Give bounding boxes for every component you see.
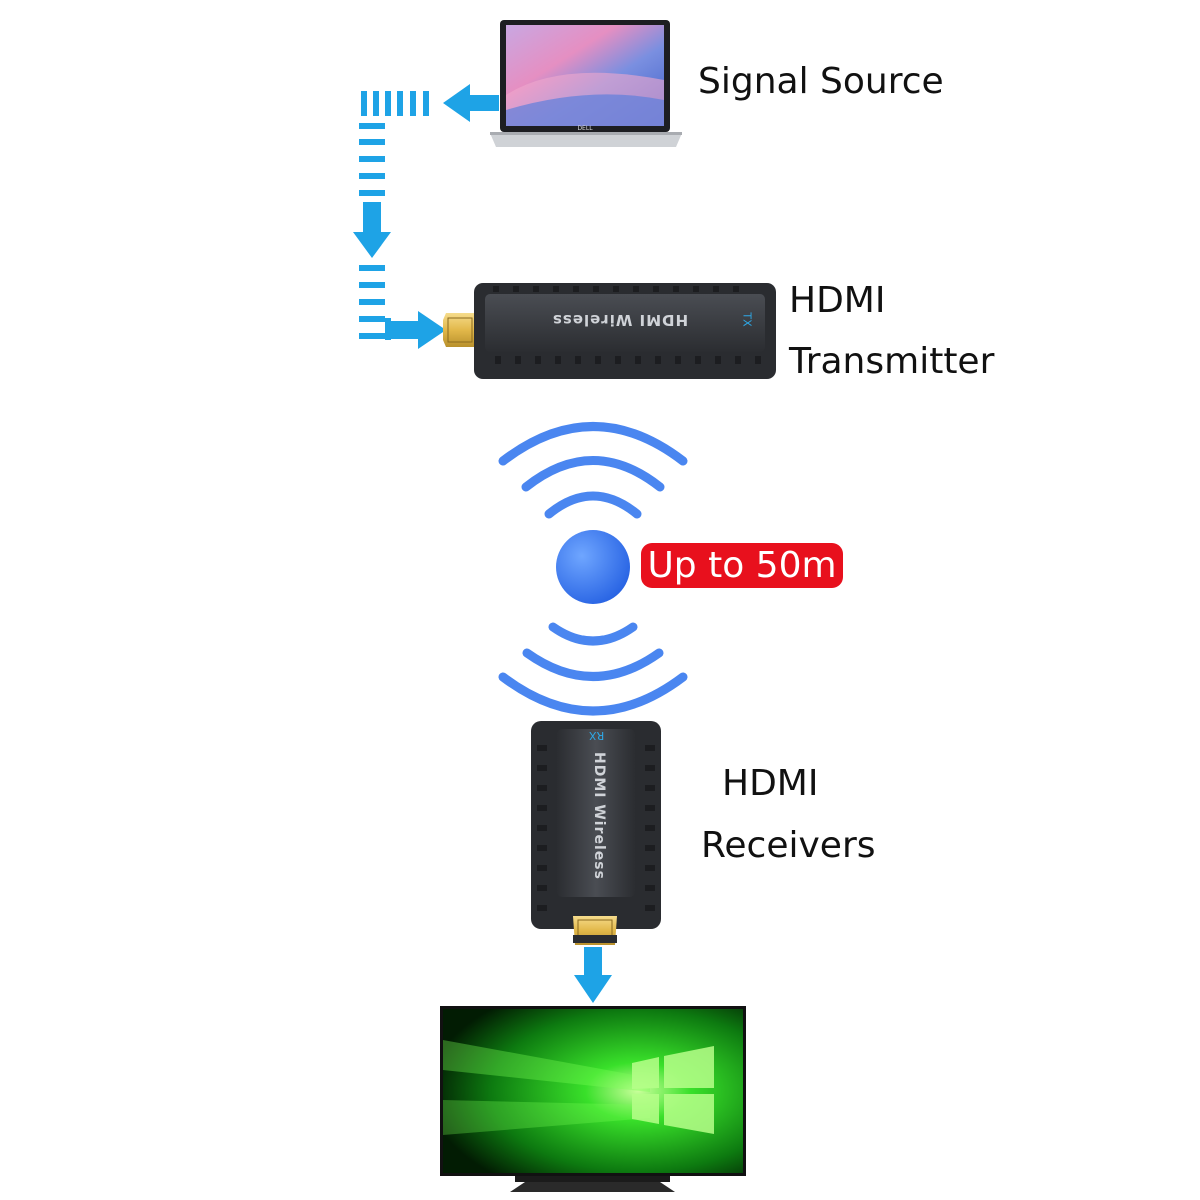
transmitter-label-line1: HDMI xyxy=(789,280,886,321)
transmitter-print: HDMI Wireless xyxy=(520,300,720,330)
range-indicator-dot xyxy=(556,530,630,604)
receivers-label-line2: Receivers xyxy=(701,825,876,866)
arrow-down-to-tv-icon xyxy=(574,947,612,1003)
wireless-waves-icon xyxy=(498,422,688,519)
hdmi-receiver-device xyxy=(531,721,661,945)
tv-icon xyxy=(440,1006,746,1192)
receiver-print-text: HDMI Wireless xyxy=(591,752,607,880)
transmitter-print-text: HDMI Wireless xyxy=(551,311,689,329)
hdmi-transmitter-device xyxy=(443,283,776,379)
laptop-icon: DELL xyxy=(490,20,682,147)
receivers-label-line1: HDMI xyxy=(722,763,819,804)
signal-flow-path xyxy=(359,91,429,340)
wireless-waves-lower-icon xyxy=(498,622,688,716)
range-badge: Up to 50m xyxy=(641,543,843,588)
arrow-down-icon xyxy=(353,202,391,258)
receiver-tag: RX xyxy=(589,728,604,747)
laptop-logo: DELL xyxy=(577,125,593,132)
arrow-left-icon xyxy=(443,84,499,122)
receiver-print: HDMI Wireless xyxy=(586,751,610,881)
receiver-tag-text: RX xyxy=(589,729,605,742)
transmitter-tag: TX xyxy=(740,312,759,326)
transmitter-tag-text: TX xyxy=(740,312,754,327)
transmitter-label-line2: Transmitter xyxy=(789,341,995,382)
signal-source-label: Signal Source xyxy=(698,61,944,102)
arrow-right-icon xyxy=(390,311,446,349)
